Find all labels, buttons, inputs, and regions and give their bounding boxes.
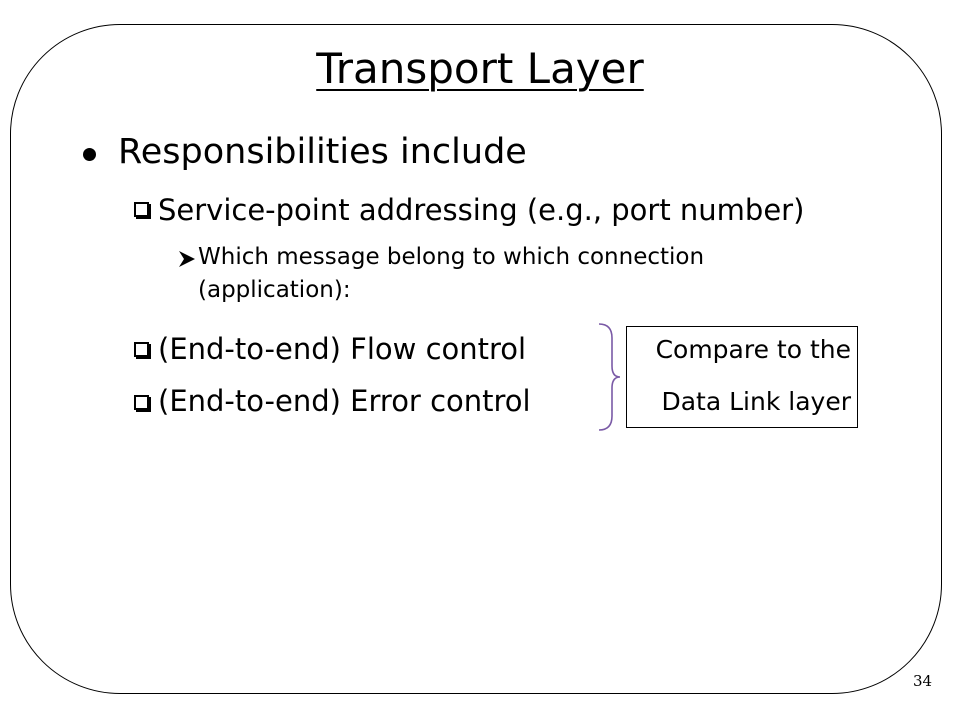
detail-connection: Which message belong to which connection… xyxy=(198,244,705,304)
compare-note-line-2: Data Link layer xyxy=(661,387,851,416)
compare-note-line-1: Compare to the xyxy=(655,335,851,364)
shadowed-square-bullet-icon xyxy=(134,342,151,359)
arrowhead-bullet-icon xyxy=(179,251,195,267)
page-number: 34 xyxy=(913,672,933,690)
filled-circle-bullet-icon xyxy=(83,148,96,161)
sub-item-flow-control: (End-to-end) Flow control xyxy=(158,332,527,366)
right-brace-icon xyxy=(598,323,621,431)
bullet-responsibilities: Responsibilities include xyxy=(118,132,527,172)
slide-title: Transport Layer xyxy=(316,44,644,93)
compare-note-box: Compare to the Data Link layer xyxy=(626,326,858,428)
sub-item-addressing: Service-point addressing (e.g., port num… xyxy=(158,193,805,227)
shadowed-square-bullet-icon xyxy=(134,395,151,412)
shadowed-square-bullet-icon xyxy=(134,202,151,219)
slide-frame xyxy=(10,24,942,694)
sub-item-error-control: (End-to-end) Error control xyxy=(158,384,531,418)
